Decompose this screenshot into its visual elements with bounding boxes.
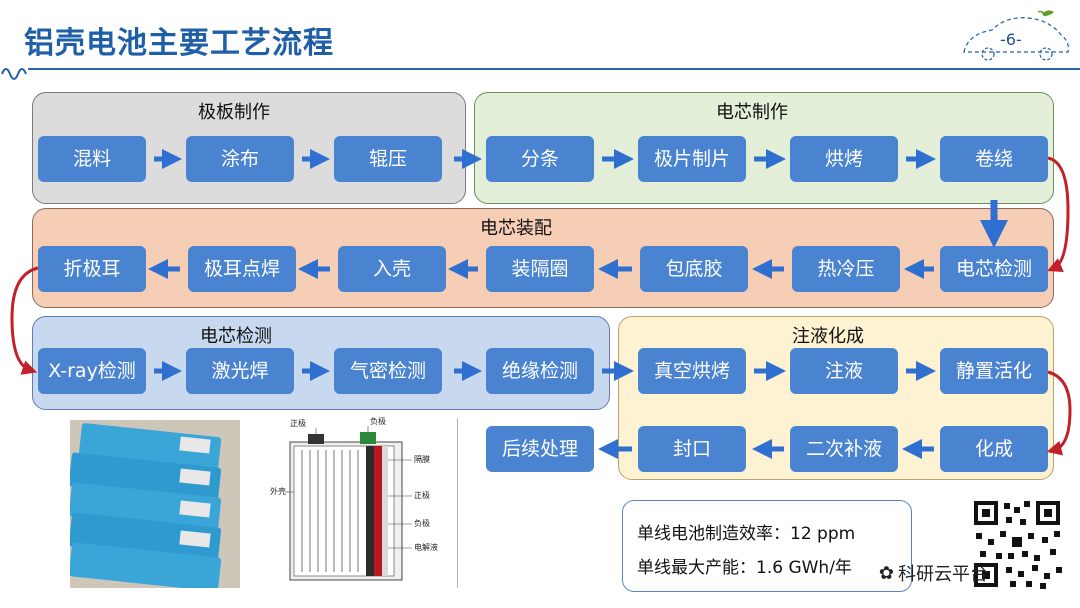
step-laser-welding: 激光焊: [186, 348, 294, 394]
step-baking: 烘烤: [790, 136, 898, 182]
efficiency-text: 单线电池制造效率：12 ppm: [637, 524, 856, 544]
step-second-injection: 二次补液: [790, 426, 898, 472]
step-xray: X-ray检测: [38, 348, 146, 394]
connector-curve-right: [1047, 156, 1070, 272]
divider-line: [457, 418, 458, 588]
step-leak-test: 气密检测: [334, 348, 442, 394]
label-electrolyte: 电解液: [414, 543, 438, 552]
production-info-box: 单线电池制造效率：12 ppm 单线最大产能：1.6 GWh/年: [622, 500, 912, 592]
qr-code[interactable]: [970, 497, 1064, 591]
watermark-text: 科研云平台: [898, 564, 988, 585]
step-rolling: 辊压: [334, 136, 442, 182]
wechat-icon: ✿: [878, 562, 894, 584]
step-aging: 静置活化: [940, 348, 1048, 394]
step-coating: 涂布: [186, 136, 294, 182]
panel-assembly-title: 电芯装配: [480, 218, 552, 239]
panel-electrode-title: 极板制作: [198, 102, 270, 123]
step-winding: 卷绕: [940, 136, 1048, 182]
panel-cell-title: 电芯制作: [716, 102, 788, 123]
step-sealing: 封口: [638, 426, 746, 472]
battery-structure-diagram: 正极 负极 隔膜 正极 负极 电解液 外壳: [270, 417, 452, 588]
step-tab-folding: 折极耳: [38, 246, 146, 292]
step-vacuum-baking: 真空烘烤: [638, 348, 746, 394]
battery-photo: [70, 420, 240, 588]
title-divider: [28, 68, 1080, 70]
step-cell-test: 电芯检测: [940, 246, 1048, 292]
step-injection: 注液: [790, 348, 898, 394]
page-number: -6-: [1000, 30, 1022, 49]
step-tab-welding: 极耳点焊: [188, 246, 296, 292]
connector-curve-formation: [1046, 370, 1072, 456]
panel-formation-title: 注液化成: [792, 326, 864, 347]
page-title: 铝壳电池主要工艺流程: [24, 26, 334, 61]
step-hot-cold-press: 热冷压: [792, 246, 900, 292]
label-positive: 正极: [414, 491, 430, 500]
step-casing: 入壳: [338, 246, 446, 292]
step-formation: 化成: [940, 426, 1048, 472]
label-separator: 隔膜: [414, 455, 430, 464]
step-slitting: 分条: [486, 136, 594, 182]
label-negative-top: 负极: [370, 417, 386, 426]
car-logo-icon: [963, 10, 1069, 61]
watermark: ✿ 科研云平台: [879, 560, 988, 586]
step-electrode-cutting: 极片制片: [638, 136, 746, 182]
capacity-text: 单线最大产能：1.6 GWh/年: [637, 558, 852, 578]
label-negative: 负极: [414, 519, 430, 528]
label-shell: 外壳: [270, 487, 286, 496]
title-underline-wave: [1, 68, 27, 80]
panel-inspection-title: 电芯检测: [200, 326, 272, 347]
step-mixing: 混料: [38, 136, 146, 182]
step-insulation-test: 绝缘检测: [486, 348, 594, 394]
step-post-processing: 后续处理: [486, 426, 594, 472]
label-positive-top: 正极: [290, 419, 306, 428]
connector-curve-left: [10, 266, 39, 375]
step-spacer-ring: 装隔圈: [486, 246, 594, 292]
step-bottom-tape: 包底胶: [640, 246, 748, 292]
